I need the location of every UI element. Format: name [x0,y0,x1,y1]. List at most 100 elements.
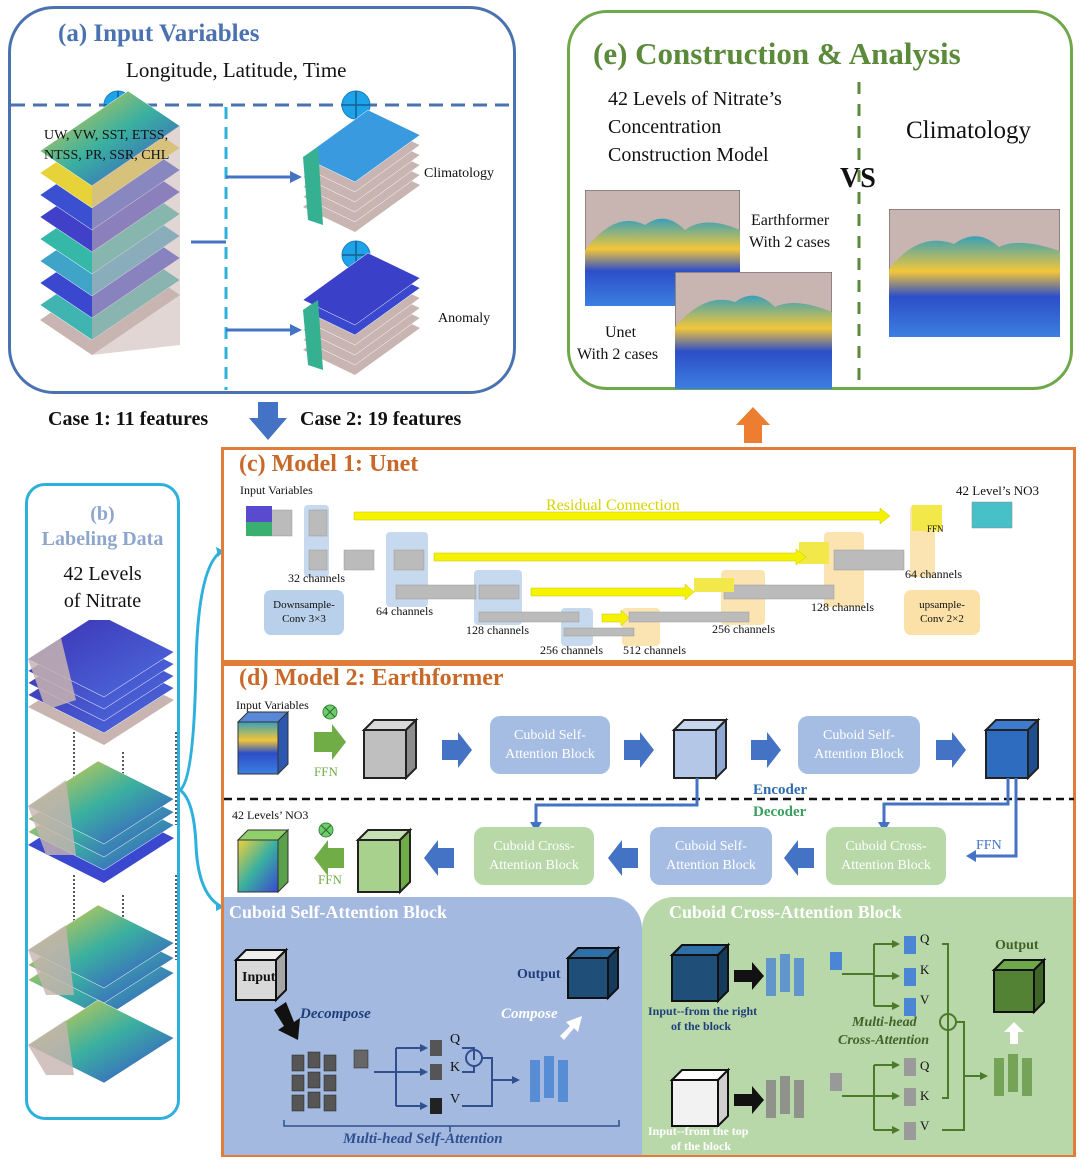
residual-arrow-3 [530,583,695,601]
model-desc-line-1: 42 Levels of Nitrate’s [608,88,782,110]
cuboid-cross-attention-block-dec-1: Cuboid Cross-Attention Block [474,827,594,885]
plus-circle-icon [341,90,371,120]
nitrate-levels-line-1: 42 Levels [63,563,142,585]
output-cube-label: Output [517,967,561,982]
decoder-arrow-1 [424,840,454,876]
decomposed-cuboids-icon [291,1051,337,1112]
downsample-legend-text-1: Downsample- [273,599,335,611]
nitrate-map-stacks [27,620,177,1084]
channels-256-up: 256 channels [712,622,775,636]
climatology-title: Climatology [906,117,1031,144]
residual-arrow-4 [601,609,630,627]
earthformer-label-2: With 2 cases [749,234,831,251]
mid-level-stack [27,760,175,883]
channels-64-down: 64 channels [376,604,433,618]
earthformer-label-1: Earthformer [751,212,830,229]
upsample-legend-text-2: Conv 2×2 [920,613,964,625]
label-brace-connector [178,547,224,911]
climatology-map [889,209,1060,337]
cross-caption-line-2: Cross-Attention [838,1033,930,1048]
input-top-label-2: of the block [671,1139,731,1153]
multiply-circle-icon [322,704,338,720]
channels-128-down: 128 channels [466,623,529,637]
unet-diagram [246,501,1013,646]
input-cube-label: Input [242,970,276,985]
panel-b-title-1: (b) [90,503,115,525]
dark-blue-cube-icon [983,717,1041,781]
decoder-arrow-2 [608,840,638,876]
decoder-arrow-3 [784,840,814,876]
light-blue-cube-icon [671,717,729,781]
model-desc-line-3: Construction Model [608,144,769,166]
panel-a-graphics [11,90,513,390]
unet-label-2: With 2 cases [577,346,659,363]
panel-earthformer [221,663,1076,1157]
v-label-bottom: V [920,1118,930,1133]
unet-ffn-label: FFN [927,524,944,534]
unet-input-label: Input Variables [240,483,313,497]
variables-line-2: NTSS, PR, SSR, CHL [44,148,170,163]
up-arrow-icon [736,407,770,443]
residual-connection-label: Residual Connection [546,497,680,514]
green-cube-icon [355,827,413,895]
panel-c-title: (c) Model 1: Unet [239,451,419,477]
k-label: K [450,1060,461,1075]
self-attention-diagram [233,945,621,1132]
ffn-label-skip: FFN [976,838,1002,853]
unet-label-1: Unet [605,324,637,341]
panel-d-title: (d) Model 2: Earthformer [239,665,504,691]
self-attention-title: Cuboid Self-Attention Block [229,902,448,922]
ffn-arrow-icon [314,724,346,760]
self-attention-caption: Multi-head Self-Attention [343,1131,503,1147]
output-cube-icon [565,945,621,1001]
cuboid-self-attention-block-enc-2: Cuboid Self-Attention Block [798,716,920,774]
output-cube-icon [236,828,290,894]
unet-output-label: 42 Level’s NO3 [956,483,1040,498]
deep-level-stack [27,620,175,745]
compose-label: Compose [501,1006,558,1022]
ffn-back-arrow-icon [314,840,344,876]
cross-output-label: Output [995,938,1039,953]
gray-cube-icon [361,717,419,781]
earthformer-output-label: 42 Levels’ NO3 [232,808,309,822]
upsample-legend [904,590,980,635]
climatology-map-stack [302,109,421,232]
right-arrow-icon [734,962,764,990]
channels-512: 512 channels [623,643,686,657]
vs-dashed-divider [857,82,861,387]
q-label: Q [450,1032,461,1047]
cross-caption-line-1: Multi-head [852,1015,917,1030]
case-2-label: Case 2: 19 features [300,408,462,430]
panel-b-title-2: Labeling Data [41,528,164,550]
channels-32: 32 channels [288,571,345,585]
green-output-cube-icon [991,957,1047,1015]
channels-256-down: 256 channels [540,643,603,657]
earthformer-diagram [224,704,1074,895]
ffn-label-decoder: FFN [318,872,342,887]
panel-unet [221,447,1076,663]
variables-line-1: UW, VW, SST, ETSS, [44,128,169,143]
cross-attention-diagram [669,936,1047,1140]
anomaly-map-stack [302,252,421,375]
panel-a-title: (a) Input Variables [58,20,260,47]
channels-128-up: 128 channels [811,600,874,614]
q-label-bottom: Q [920,1058,930,1073]
composed-cuboids-icon [530,1056,568,1102]
cuboid-self-attention-block-dec: Cuboid Self-Attention Block [650,827,772,885]
right-arrow-icon [734,1086,764,1114]
input-map-stack [39,90,181,355]
panel-labeling-data [25,483,180,1120]
channels-64-up: 64 channels [905,567,962,581]
ffn-label-encoder: FFN [314,764,338,779]
nitrate-levels-line-2: of Nitrate [63,590,142,612]
climatology-label: Climatology [424,166,494,181]
cross-attention-title: Cuboid Cross-Attention Block [669,902,902,922]
surface-level-stack [27,904,175,1084]
case-1-label: Case 1: 11 features [48,408,209,430]
encoder-arrow-4 [936,732,966,768]
residual-arrow-2 [433,548,807,566]
encoder-arrow-2 [624,732,654,768]
input-cube-icon [233,947,289,1003]
downsample-legend-text-2: Conv 3×3 [282,613,326,625]
input-right-label-2: of the block [671,1019,731,1033]
